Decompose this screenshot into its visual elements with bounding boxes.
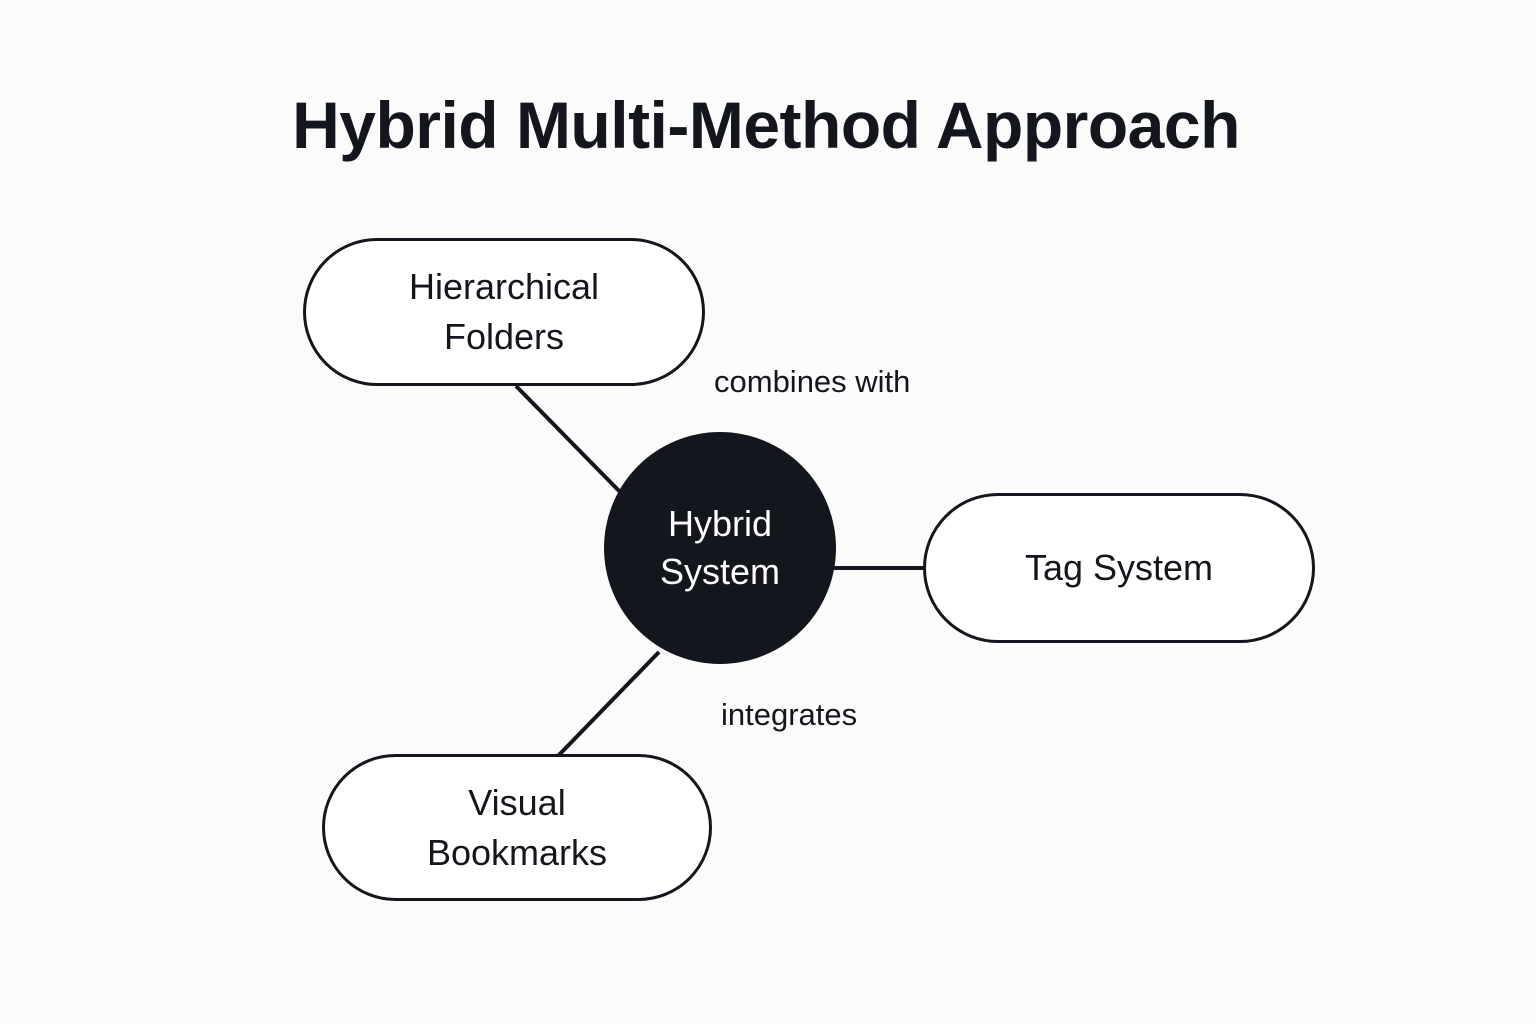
- node-hierarchical-folders-label: Hierarchical Folders: [408, 266, 600, 357]
- node-hierarchical-folders[interactable]: Hierarchical Folders: [303, 238, 705, 386]
- node-tag-system[interactable]: Tag System: [923, 493, 1315, 643]
- page-title: Hybrid Multi-Method Approach: [0, 92, 1536, 158]
- page-title-text: Hybrid Multi-Method Approach: [292, 88, 1240, 162]
- edge-label-integrates: integrates: [721, 697, 858, 732]
- node-tag-system-label: Tag System: [1024, 547, 1214, 588]
- node-visual-bookmarks-label: Visual Bookmarks: [426, 781, 608, 873]
- edge-folders-hybrid-line: [514, 384, 628, 500]
- edge-label-combines-with: combines with: [714, 364, 911, 399]
- node-hybrid-system-label: Hybrid System: [659, 503, 781, 592]
- node-visual-bookmarks[interactable]: Visual Bookmarks: [322, 754, 712, 901]
- node-hybrid-system[interactable]: Hybrid System: [604, 432, 836, 664]
- edge-hybrid-bookmarks-line: [555, 650, 661, 759]
